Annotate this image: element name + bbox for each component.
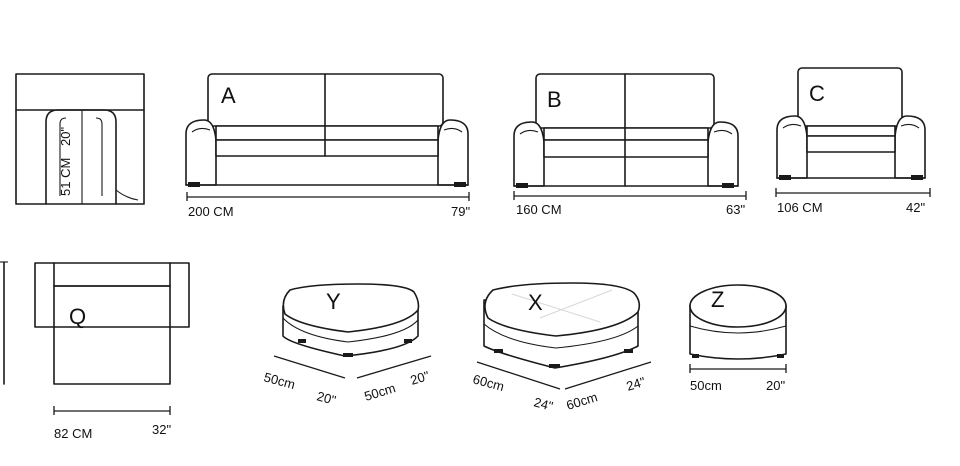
ottoman-z-width-in: 20" [766, 378, 785, 393]
side-height-in: 20" [58, 127, 73, 146]
sofa-a-letter: A [221, 83, 236, 108]
corner-q-drawing [0, 261, 190, 415]
chair-c-drawing [775, 67, 931, 197]
sofa-a-width-cm: 200 CM [188, 204, 234, 219]
corner-q-width-cm: 82 CM [54, 426, 92, 441]
ottoman-x-letter: X [528, 290, 543, 315]
corner-q-width-in: 32" [152, 422, 171, 437]
ottoman-y-letter: Y [326, 289, 341, 314]
side-height-cm: 51 CM [58, 158, 73, 196]
ottoman-y-drawing [273, 283, 432, 379]
chair-c-width-in: 42" [906, 200, 925, 215]
corner-q-letter: Q [69, 304, 86, 329]
sofa-a-width-in: 79" [451, 204, 470, 219]
ottoman-y-depth-in: 20" [315, 388, 338, 408]
side-view-drawing [15, 73, 145, 205]
ottoman-z-letter: Z [711, 287, 724, 312]
ottoman-x-width-cm: 60cm [564, 389, 599, 413]
ottoman-y-width-cm: 50cm [362, 380, 397, 404]
sofa-b-width-cm: 160 CM [516, 202, 562, 217]
chair-c-width-cm: 106 CM [777, 200, 823, 215]
ottoman-y-depth-cm: 50cm [262, 369, 297, 392]
sofa-b-letter: B [547, 87, 562, 112]
ottoman-z-drawing [689, 284, 787, 373]
ottoman-x-width-in: 24" [624, 374, 647, 394]
sofa-a-drawing [185, 73, 470, 201]
chair-c-letter: C [809, 81, 825, 106]
ottoman-z-width-cm: 50cm [690, 378, 722, 393]
sofa-b-width-in: 63" [726, 202, 745, 217]
ottoman-x-depth-in: 24" [532, 394, 555, 414]
ottoman-y-width-in: 20" [408, 368, 431, 388]
sofa-b-drawing [513, 73, 747, 200]
ottoman-x-drawing [476, 282, 652, 390]
ottoman-x-depth-cm: 60cm [471, 371, 506, 394]
